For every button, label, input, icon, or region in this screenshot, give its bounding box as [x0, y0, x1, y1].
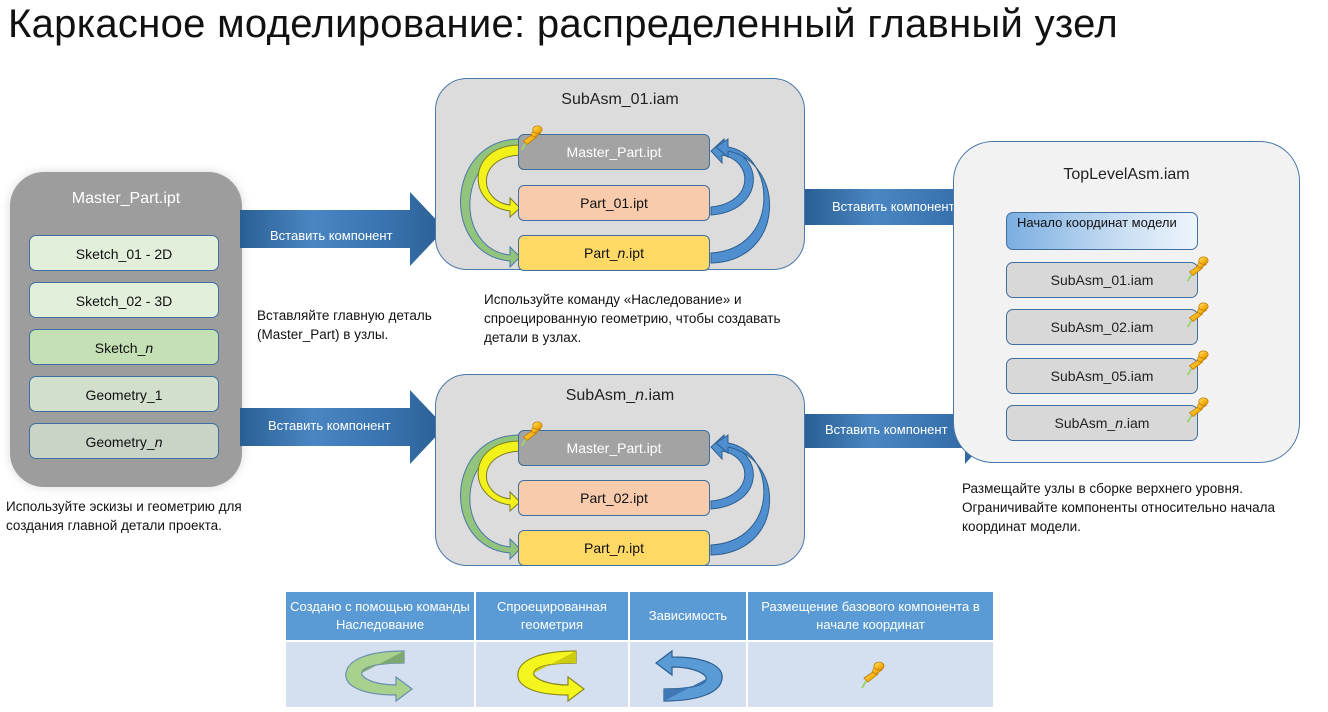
grounded-pin-icon	[1186, 396, 1210, 424]
legend-header-derive: Создано с помощью команды Наследование	[286, 592, 474, 640]
insert-component-arrow-2: Вставить компонент	[240, 390, 445, 464]
model-origin-box[interactable]: Начало координат модели	[1006, 212, 1198, 250]
part-n-box[interactable]: Part_n.ipt	[518, 235, 710, 271]
legend-header-projected: Спроецированная геометрия	[476, 592, 628, 640]
insert-component-label: Вставить компонент	[832, 199, 955, 214]
projected-geometry-arrow-icon	[477, 144, 521, 219]
legend-cell-derive	[286, 642, 474, 707]
sketch-02-item[interactable]: Sketch_02 - 3D	[29, 282, 219, 318]
top-level-note: Размещайте узлы в сборке верхнего уровня…	[962, 481, 1276, 534]
relationship-arrows	[460, 137, 770, 269]
legend-header-dependency: Зависимость	[630, 592, 746, 640]
derive-arrow-icon	[460, 434, 521, 561]
master-part-box[interactable]: Master_Part.ipt	[518, 430, 710, 466]
grounded-pin-icon	[520, 124, 544, 152]
master-part-title: Master_Part.ipt	[71, 190, 181, 207]
dependency-arrow-icon	[710, 434, 770, 556]
insert-component-arrow-4: Вставить компонент	[805, 398, 995, 464]
master-part-box[interactable]: Master_Part.ipt	[518, 134, 710, 170]
legend-header-grounded: Размещение базового компонента в начале …	[748, 592, 993, 640]
legend-cell-projected	[476, 642, 628, 707]
top-level-panel: TopLevelAsm.iam Начало координат модели …	[953, 141, 1300, 463]
geometry-n-item[interactable]: Geometry_n	[29, 423, 219, 459]
part-box[interactable]: Part_02.ipt	[518, 480, 710, 516]
legend-table: Создано с помощью команды Наследование С…	[286, 592, 993, 708]
subasm-item[interactable]: SubAsm_01.iam	[1006, 262, 1198, 298]
dependency-arrow-icon	[655, 649, 723, 702]
dependency-arrow-icon	[710, 138, 770, 264]
insert-component-label: Вставить компонент	[825, 422, 948, 437]
master-part-note: Используйте эскизы и геометрию для созда…	[6, 499, 242, 533]
part-n-box[interactable]: Part_n.ipt	[518, 530, 710, 566]
subasm-item[interactable]: SubAsm_02.iam	[1006, 309, 1198, 345]
subasm-01-panel: SubAsm_01.iam Master_Part.ipt Part_01.ip…	[435, 78, 805, 271]
derive-arrow-icon	[345, 649, 413, 702]
grounded-pin-icon	[1186, 301, 1210, 329]
part-box[interactable]: Part_01.ipt	[518, 185, 710, 221]
arrow-shape	[805, 398, 995, 464]
arrow-shape	[240, 390, 445, 464]
subasm-item[interactable]: SubAsm_05.iam	[1006, 358, 1198, 394]
projected-geometry-arrow-icon	[477, 440, 521, 513]
insert-master-note: Вставляйте главную деталь (Master_Part) …	[257, 308, 432, 342]
relationship-arrows	[460, 433, 770, 561]
geometry-1-item[interactable]: Geometry_1	[29, 376, 219, 412]
page-title: Каркасное моделирование: распределенный …	[8, 2, 1118, 46]
subasm-n-panel: SubAsm_n.iam Master_Part.ipt Part_02.ipt…	[435, 374, 805, 566]
projected-geometry-arrow-icon	[517, 649, 585, 702]
insert-component-arrow-1: Вставить компонент	[240, 192, 445, 266]
insert-component-label: Вставить компонент	[268, 418, 391, 433]
grounded-pin-icon	[1186, 255, 1210, 283]
derive-arrow-icon	[460, 138, 521, 269]
grounded-pin-icon	[520, 420, 544, 448]
sketch-n-item[interactable]: Sketch_n	[29, 329, 219, 365]
arrow-shape	[240, 192, 445, 266]
subasm-01-title: SubAsm_01.iam	[561, 91, 679, 108]
sketch-01-item[interactable]: Sketch_01 - 2D	[29, 235, 219, 271]
top-level-title: TopLevelAsm.iam	[1063, 166, 1190, 183]
legend-cell-grounded	[748, 642, 993, 707]
subasm-item[interactable]: SubAsm_n.iam	[1006, 405, 1198, 441]
master-part-panel: Master_Part.ipt Sketch_01 - 2D Sketch_02…	[10, 172, 242, 487]
insert-component-label: Вставить компонент	[270, 228, 393, 243]
subasm-n-title: SubAsm_n.iam	[565, 387, 675, 404]
grounded-pin-icon	[1186, 349, 1210, 377]
subasm-note: Используйте команду «Наследование» и спр…	[484, 292, 781, 345]
legend-cell-dependency	[630, 642, 746, 707]
grounded-pin-icon	[860, 660, 885, 689]
